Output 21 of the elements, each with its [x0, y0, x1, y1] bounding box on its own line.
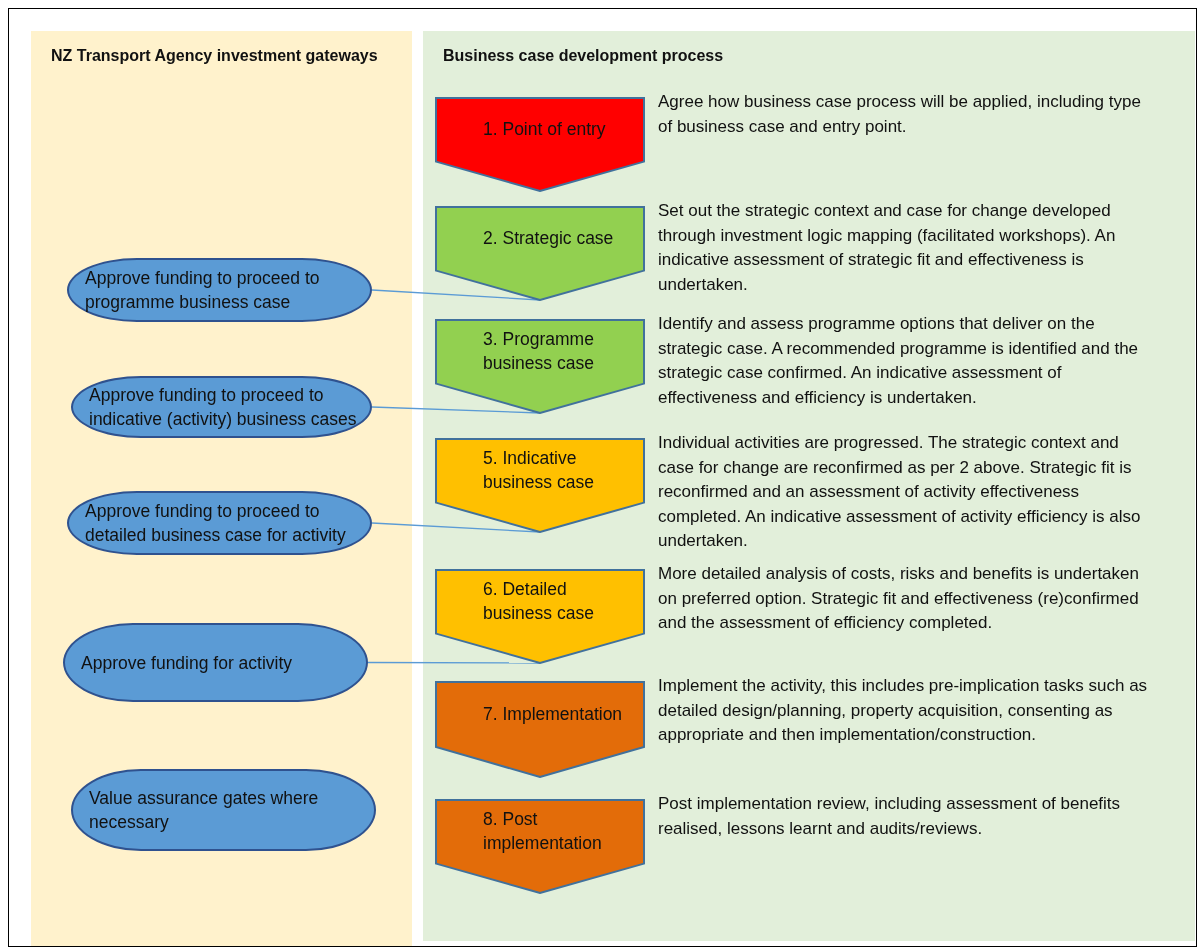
stage-description: Implement the activity, this includes pre-implication tasks such as detailed design/planning, property acquisition, consenting as appropriate and then implementation/construction. — [658, 675, 1149, 746]
stage-pentagon: 2. Strategic case — [435, 206, 645, 301]
stage-pentagon: 3. Programme business case — [435, 319, 645, 414]
column-panel — [31, 31, 412, 946]
stage-pentagon: 5. Indicative business case — [435, 438, 645, 533]
stage-pentagon: 7. Implementation — [435, 681, 645, 778]
stage-description: More detailed analysis of costs, risks and benefits is undertaken on preferred option. Strategic fit and effectiveness (re)confirmed and the assessment of efficiency completed. — [658, 563, 1140, 634]
column-heading: NZ Transport Agency investment gateways — [51, 46, 379, 66]
stage-description: Individual activities are progressed. The strategic context and case for change are reconfirmed as per 2 above. Strategic fit is reconfirmed and an assessment of activity effectiveness completed. An indicative assessment of activity efficiency is also undertaken. — [658, 432, 1142, 552]
stage-pentagon: 1. Point of entry — [435, 97, 645, 192]
stage-description: Identify and assess programme options that deliver on the strategic case. A recommended programme is identified and the strategic case confirmed. An indicative assessment of effectiveness and efficiency is undertaken. — [658, 313, 1140, 409]
stage-pentagon: 8. Post implementation — [435, 799, 645, 894]
stage-description: Post implementation review, including assessment of benefits realised, lessons learnt and audits/reviews. — [658, 793, 1122, 840]
stage-description: Agree how business case process will be applied, including type of business case and entry point. — [658, 91, 1142, 138]
column-panel — [423, 31, 1195, 941]
connector-line — [371, 522, 541, 533]
connector-line — [371, 406, 541, 414]
stage-description: Set out the strategic context and case for change developed through investment logic mapping (facilitated workshops). An indicative assessment of strategic fit and effectiveness is undertaken. — [658, 200, 1117, 296]
connector-line — [367, 661, 541, 664]
stage-pentagon: 6. Detailed business case — [435, 569, 645, 664]
column-heading: Business case development process — [443, 46, 725, 66]
